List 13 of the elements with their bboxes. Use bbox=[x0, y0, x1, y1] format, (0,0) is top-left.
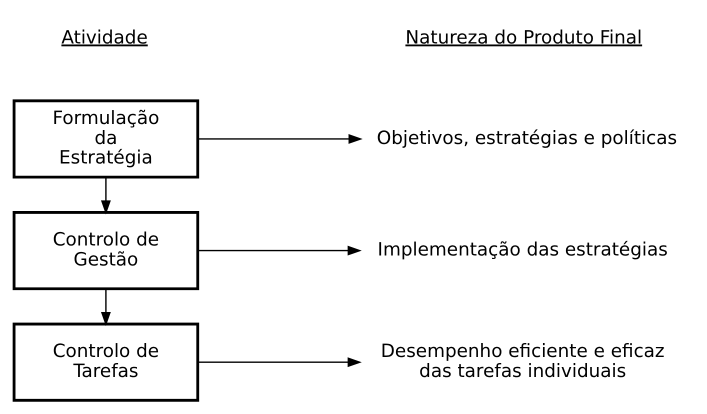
label: Natureza do Produto Final bbox=[405, 26, 642, 48]
node-text: Objetivos, estratégias e políticas bbox=[376, 127, 678, 148]
arrow bbox=[198, 134, 363, 144]
arrow bbox=[198, 245, 362, 256]
node-box: Controlo de Tarefas bbox=[12, 322, 200, 402]
label: Atividade bbox=[61, 26, 148, 48]
arrow bbox=[198, 356, 362, 367]
node-text: Implementação das estratégias bbox=[378, 238, 668, 260]
arrow bbox=[100, 288, 111, 326]
arrow bbox=[100, 176, 111, 214]
node-box: Formulação da Estratégia bbox=[12, 98, 200, 178]
node-box: Controlo de Gestão bbox=[12, 210, 200, 290]
node-text: Desempenho eficiente e eficaz das tarefas individuais bbox=[380, 340, 665, 382]
